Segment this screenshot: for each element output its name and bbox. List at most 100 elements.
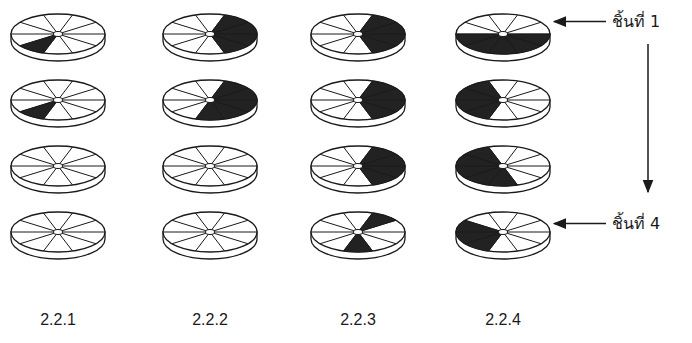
shaded-sector	[20, 100, 58, 119]
sector-line	[503, 232, 518, 251]
sector-line	[210, 166, 225, 185]
sector-line	[358, 147, 373, 166]
sector-line	[503, 147, 518, 166]
sector-line	[503, 22, 541, 34]
sector-line	[343, 81, 358, 100]
sector-line	[488, 232, 503, 251]
sector-line	[210, 220, 248, 232]
sector-line	[20, 88, 58, 100]
figure-number: 2.2.4	[485, 310, 521, 329]
sector-line	[20, 34, 58, 46]
sector-line	[343, 232, 358, 251]
sector-line	[311, 166, 358, 167]
sector-line	[311, 100, 358, 101]
sector-line	[172, 220, 210, 232]
sector-line	[58, 166, 73, 185]
sector-line	[503, 166, 541, 178]
sector-line	[488, 166, 503, 185]
leader-arrow	[554, 223, 606, 225]
sector-line	[358, 154, 396, 166]
sector-line	[503, 232, 541, 244]
disc-center	[354, 32, 363, 37]
disc-center	[354, 98, 363, 103]
sector-line	[11, 166, 58, 167]
sector-line	[43, 34, 58, 53]
sector-line	[358, 100, 396, 112]
sector-line	[11, 232, 58, 233]
sector-line	[58, 232, 105, 233]
sector-line	[210, 147, 225, 166]
sector-line	[58, 232, 96, 244]
fraction-disc	[456, 212, 550, 259]
sector-line	[172, 154, 210, 166]
shaded-sector	[358, 15, 405, 53]
sector-line	[358, 88, 396, 100]
sector-line	[58, 100, 105, 101]
sector-line	[58, 147, 73, 166]
disc-top	[163, 146, 257, 186]
disc-center	[54, 32, 63, 37]
sector-line	[488, 213, 503, 232]
sector-line	[210, 22, 248, 34]
sector-line	[163, 34, 210, 35]
sector-line	[503, 232, 550, 233]
sector-line	[456, 34, 503, 35]
disc-top	[11, 146, 105, 186]
sector-line	[58, 213, 73, 232]
sector-line	[195, 81, 210, 100]
disc-top	[11, 212, 105, 252]
disc-center	[206, 230, 215, 235]
sector-line	[311, 232, 358, 233]
sector-line	[503, 34, 550, 35]
sector-line	[58, 34, 105, 35]
sector-line	[210, 166, 257, 167]
sector-line	[210, 232, 225, 251]
sector-line	[320, 154, 358, 166]
sector-line	[488, 147, 503, 166]
sector-line	[58, 154, 96, 166]
figure-number: 2.2.3	[340, 310, 376, 329]
sector-line	[172, 22, 210, 34]
disc-center	[354, 230, 363, 235]
disc-top	[456, 146, 550, 186]
sector-line	[488, 100, 503, 119]
sector-line	[210, 88, 248, 100]
sector-line	[210, 34, 248, 46]
sector-line	[58, 166, 96, 178]
sector-line	[210, 15, 225, 34]
sector-line	[320, 232, 358, 244]
disc-center	[499, 98, 508, 103]
sector-line	[465, 154, 503, 166]
disc-center	[54, 164, 63, 169]
sector-line	[163, 100, 210, 101]
fraction-disc	[163, 80, 257, 127]
sector-line	[503, 81, 518, 100]
sector-line	[58, 100, 96, 112]
sector-line	[210, 166, 248, 178]
fraction-disc	[456, 80, 550, 127]
sector-line	[58, 88, 96, 100]
sector-line	[358, 81, 373, 100]
sector-line	[210, 100, 248, 112]
sector-line	[358, 213, 373, 232]
sector-line	[58, 166, 105, 167]
sector-line	[163, 166, 210, 167]
sector-line	[358, 232, 373, 251]
sector-line	[58, 22, 96, 34]
fraction-disc	[11, 14, 105, 61]
sector-line	[503, 213, 518, 232]
sector-line	[358, 166, 405, 167]
sector-line	[343, 166, 358, 185]
sector-line	[210, 100, 257, 101]
sector-line	[488, 34, 503, 53]
sector-line	[320, 34, 358, 46]
sector-line	[20, 166, 58, 178]
sector-line	[20, 22, 58, 34]
sector-line	[20, 154, 58, 166]
sector-line	[20, 220, 58, 232]
fraction-disc	[311, 146, 405, 193]
sector-line	[358, 34, 373, 53]
shaded-sector	[456, 81, 503, 119]
sector-line	[320, 88, 358, 100]
sector-line	[172, 166, 210, 178]
